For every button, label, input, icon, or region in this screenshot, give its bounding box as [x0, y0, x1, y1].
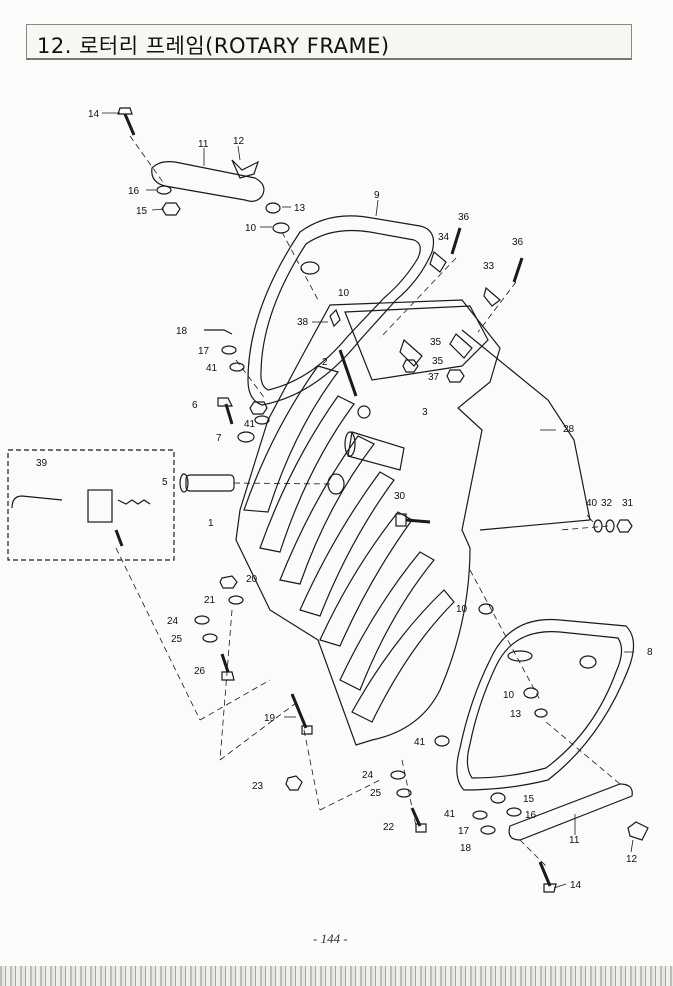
callout-17: 17 — [458, 826, 470, 837]
callout-13: 13 — [510, 709, 522, 720]
callout-18: 18 — [460, 843, 472, 854]
callout-32: 32 — [601, 498, 613, 509]
callout-41: 41 — [244, 419, 256, 430]
callout-21: 21 — [204, 595, 216, 606]
callout-38: 38 — [297, 317, 309, 328]
callout-41: 41 — [444, 809, 456, 820]
callout-24: 24 — [167, 616, 179, 627]
callout-12: 12 — [626, 854, 638, 865]
callout-41: 41 — [414, 737, 426, 748]
callout-30: 30 — [394, 491, 406, 502]
callout-6: 6 — [192, 400, 198, 411]
callout-17: 17 — [198, 346, 210, 357]
callout-labels: 14 11 12 16 15 13 10 9 36 36 34 33 10 38… — [36, 109, 653, 891]
callout-31: 31 — [622, 498, 634, 509]
callout-25: 25 — [171, 634, 183, 645]
callout-34: 34 — [438, 232, 450, 243]
callout-14: 14 — [570, 880, 582, 891]
scan-edge-band — [0, 966, 673, 986]
callout-10: 10 — [245, 223, 257, 234]
callout-26: 26 — [194, 666, 206, 677]
diagram-artwork — [7, 107, 649, 893]
callout-10: 10 — [503, 690, 515, 701]
section-title: 12. 로터리 프레임(ROTARY FRAME) — [37, 34, 390, 58]
callout-16: 16 — [525, 810, 537, 821]
callout-20: 20 — [246, 574, 258, 585]
callout-2: 2 — [322, 357, 328, 368]
callout-35: 35 — [432, 356, 444, 367]
page-number: - 144 - — [313, 931, 348, 946]
callout-12: 12 — [233, 136, 245, 147]
callout-1: 1 — [208, 518, 214, 529]
callout-5: 5 — [162, 477, 168, 488]
callout-28: 28 — [563, 424, 575, 435]
callout-37: 37 — [428, 372, 440, 383]
callout-23: 23 — [252, 781, 264, 792]
callout-18: 18 — [176, 326, 188, 337]
callout-24: 24 — [362, 770, 374, 781]
callout-3: 3 — [422, 407, 428, 418]
leader-lines — [102, 112, 634, 889]
callout-9: 9 — [374, 190, 380, 201]
callout-15: 15 — [523, 794, 535, 805]
callout-11: 11 — [569, 835, 580, 846]
callout-14: 14 — [88, 109, 100, 120]
callout-10: 10 — [456, 604, 468, 615]
callout-11: 11 — [198, 139, 209, 150]
callout-35: 35 — [430, 337, 442, 348]
callout-41: 41 — [206, 363, 218, 374]
callout-10: 10 — [338, 288, 350, 299]
callout-36: 36 — [458, 212, 470, 223]
callout-7: 7 — [216, 433, 222, 444]
callout-33: 33 — [483, 261, 495, 272]
callout-36: 36 — [512, 237, 524, 248]
callout-40: 40 — [586, 498, 598, 509]
section-title-box: 12. 로터리 프레임(ROTARY FRAME) — [26, 24, 632, 60]
callout-39: 39 — [36, 458, 48, 469]
callout-8: 8 — [647, 647, 653, 658]
callout-25: 25 — [370, 788, 382, 799]
callout-15: 15 — [136, 206, 148, 217]
callout-13: 13 — [294, 203, 306, 214]
callout-22: 22 — [383, 822, 395, 833]
callout-19: 19 — [264, 713, 276, 724]
callout-16: 16 — [128, 186, 140, 197]
